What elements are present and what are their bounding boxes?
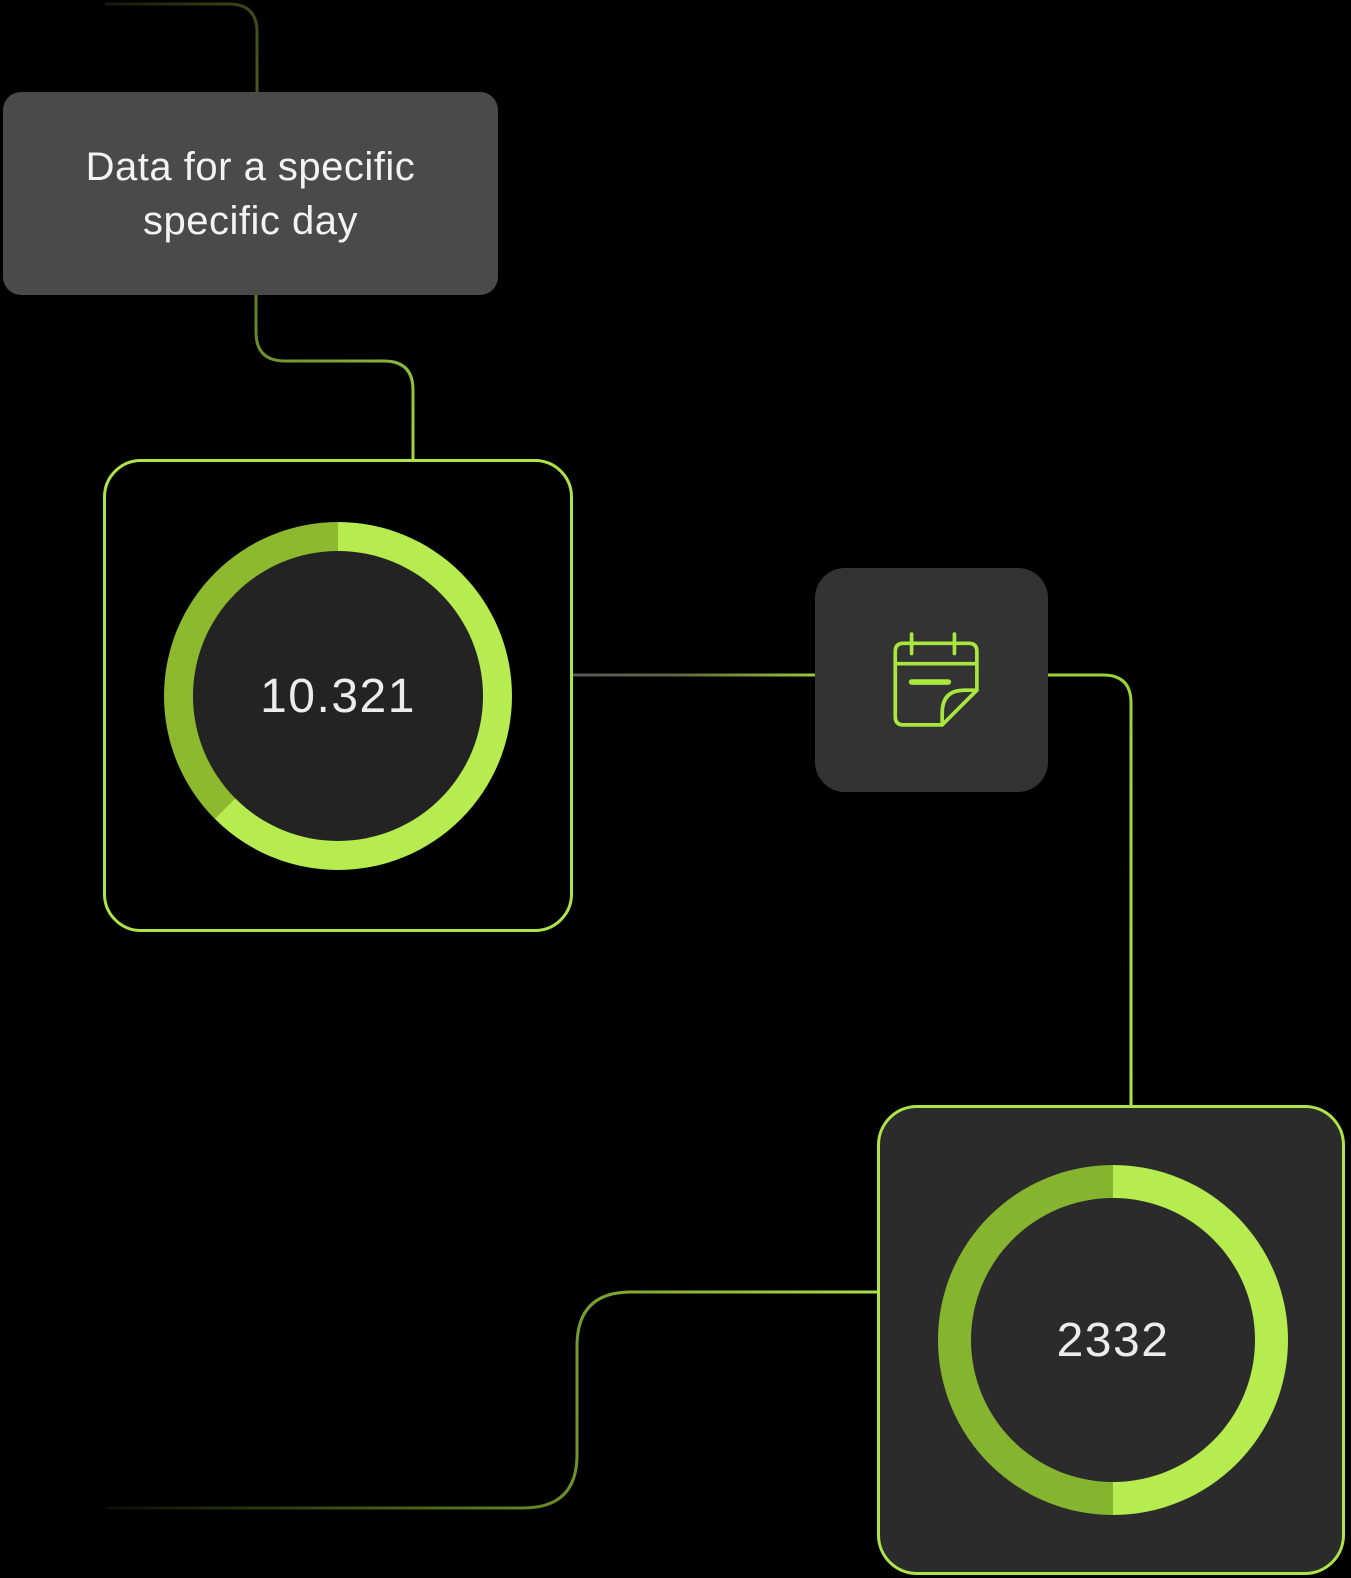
wire-calendar-to-count-card xyxy=(1048,673,1133,1106)
day-total-ring-hole: 10.321 xyxy=(193,551,483,841)
day-total-value: 10.321 xyxy=(260,669,416,723)
wire-tooltip-to-day-card xyxy=(254,295,415,460)
calendar-note-icon xyxy=(892,632,979,727)
count-ring-hole: 2332 xyxy=(971,1198,1255,1482)
tooltip-line2: specific day xyxy=(143,198,358,243)
count-card[interactable]: 2332 xyxy=(877,1105,1345,1575)
day-total-card[interactable]: 10.321 xyxy=(103,459,573,932)
wire-top-to-tooltip xyxy=(105,2,259,100)
wire-count-card-to-bottom-left xyxy=(105,1290,878,1510)
calendar-node[interactable] xyxy=(815,568,1048,792)
count-value: 2332 xyxy=(1056,1313,1170,1367)
tooltip-line1: Data for a specific xyxy=(85,144,416,189)
count-ring-chart: 2332 xyxy=(938,1165,1288,1515)
day-total-ring-chart: 10.321 xyxy=(164,522,512,870)
tooltip-label: Data for a specific specific day xyxy=(3,92,498,295)
